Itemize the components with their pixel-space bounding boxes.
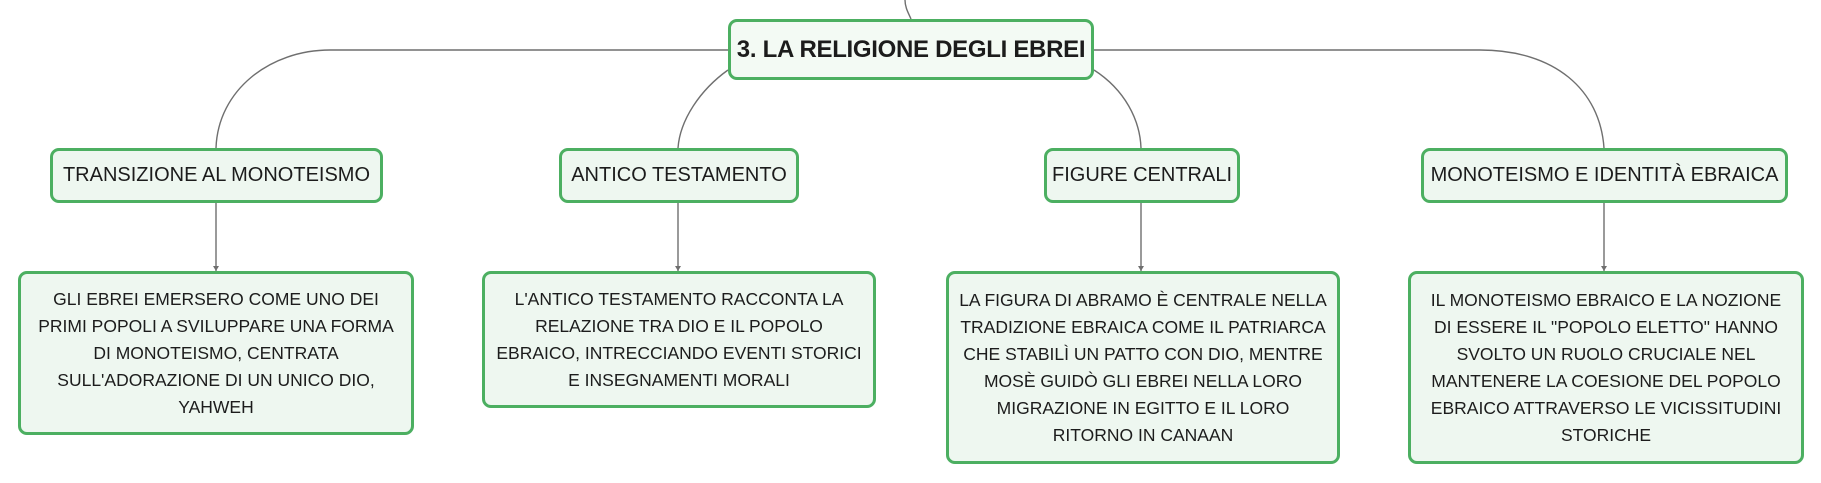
central-topic-node[interactable]: 3. LA RELIGIONE DEGLI EBREI [728, 19, 1094, 80]
topic-node-antico-testamento[interactable]: ANTICO TESTAMENTO [559, 148, 799, 203]
detail-node-figure-centrali[interactable]: LA FIGURA DI ABRAMO È CENTRALE NELLA TRA… [946, 271, 1340, 464]
arrowhead-antico [675, 266, 681, 271]
detail-node-antico-testamento[interactable]: L'ANTICO TESTAMENTO RACCONTA LA RELAZION… [482, 271, 876, 408]
central-topic-label: 3. LA RELIGIONE DEGLI EBREI [736, 35, 1086, 63]
topic-label: MONOTEISMO E IDENTITÀ EBRAICA [1430, 164, 1779, 186]
topic-label: ANTICO TESTAMENTO [571, 164, 787, 186]
topic-node-transizione[interactable]: TRANSIZIONE AL MONOTEISMO [50, 148, 383, 203]
topic-node-monoteismo-identita[interactable]: MONOTEISMO E IDENTITÀ EBRAICA [1421, 148, 1788, 203]
arrowhead-transizione [213, 266, 219, 271]
connector-root-parent [904, 0, 912, 20]
connector-root-figure [1093, 69, 1142, 149]
detail-node-transizione[interactable]: GLI EBREI EMERSERO COME UNO DEI PRIMI PO… [18, 271, 414, 435]
topic-label: TRANSIZIONE AL MONOTEISMO [62, 164, 371, 186]
detail-node-monoteismo-identita[interactable]: IL MONOTEISMO EBRAICO E LA NOZIONE DI ES… [1408, 271, 1804, 464]
detail-text: IL MONOTEISMO EBRAICO E LA NOZIONE DI ES… [1430, 289, 1782, 445]
connector-root-transizione [215, 49, 728, 149]
topic-label: FIGURE CENTRALI [1051, 164, 1233, 186]
detail-text: LA FIGURA DI ABRAMO È CENTRALE NELLA TRA… [959, 289, 1327, 445]
detail-text: L'ANTICO TESTAMENTO RACCONTA LA RELAZION… [496, 288, 862, 390]
connector-root-antico [677, 69, 729, 149]
topic-node-figure-centrali[interactable]: FIGURE CENTRALI [1044, 148, 1240, 203]
arrowhead-monoteismo [1601, 266, 1607, 271]
detail-text: GLI EBREI EMERSERO COME UNO DEI PRIMI PO… [38, 288, 394, 417]
arrowhead-figure [1138, 266, 1144, 271]
connector-root-monoteismo [1094, 49, 1605, 149]
